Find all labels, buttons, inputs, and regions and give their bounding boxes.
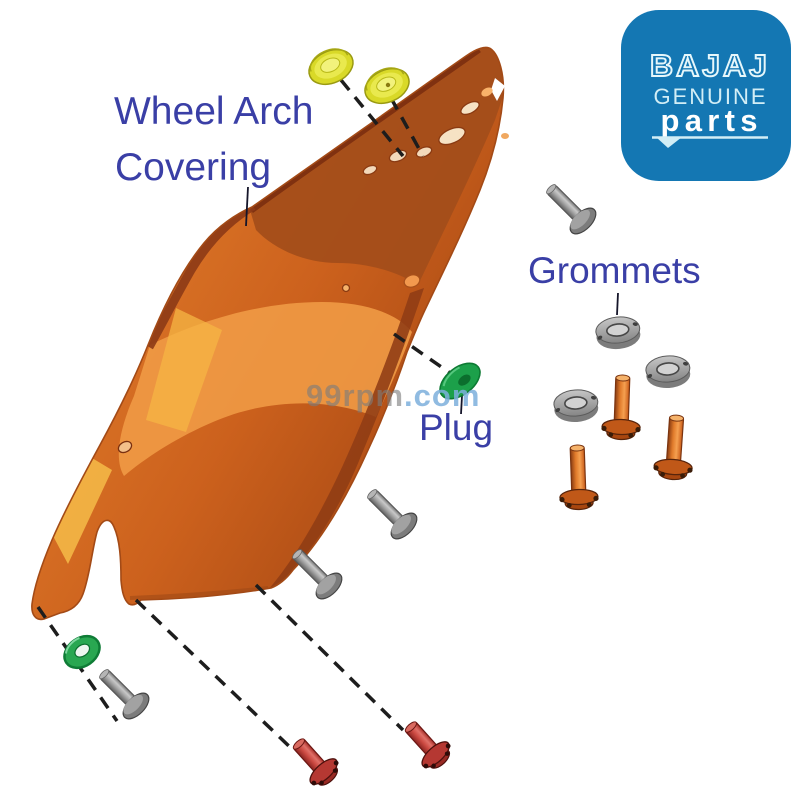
- red-bolt: [283, 729, 346, 793]
- logo-parts-text: parts: [661, 103, 758, 138]
- yellow-grommet: [358, 60, 416, 111]
- plug-label: Plug: [419, 407, 494, 448]
- gray-grommet: [593, 313, 643, 353]
- gray-screw: [358, 480, 422, 544]
- logo-brand-text: BAJAJ: [650, 48, 770, 83]
- bajaj-genuine-parts-logo: BAJAJ GENUINE parts: [621, 10, 791, 181]
- copper-bolt: [556, 443, 600, 511]
- gray-screw: [537, 175, 601, 239]
- watermark-tld: .com: [404, 378, 481, 413]
- yellow-grommet: [302, 41, 360, 92]
- copper-bolt: [600, 373, 644, 441]
- grommets-label: Grommets: [528, 250, 701, 291]
- edge-notch: [491, 78, 505, 101]
- logo-genuine-text: GENUINE: [654, 84, 767, 109]
- part-title-line1: Wheel Arch: [114, 90, 314, 133]
- copper-bolt: [652, 413, 697, 482]
- red-bolt: [395, 712, 458, 776]
- part-title-line2: Covering: [115, 146, 272, 189]
- gray-screw: [90, 660, 154, 724]
- watermark-name: 99rpm: [306, 378, 405, 413]
- logo-arrow-icon: [656, 137, 682, 148]
- gray-grommet: [552, 387, 600, 425]
- watermark: 99rpm.com: [306, 378, 480, 414]
- mounting-holes: [117, 87, 509, 454]
- label-pointer-lines: [245, 186, 619, 415]
- gray-grommet: [644, 353, 692, 391]
- wheel-arch-covering: [31, 46, 509, 621]
- green-ring-grommet: [57, 628, 107, 676]
